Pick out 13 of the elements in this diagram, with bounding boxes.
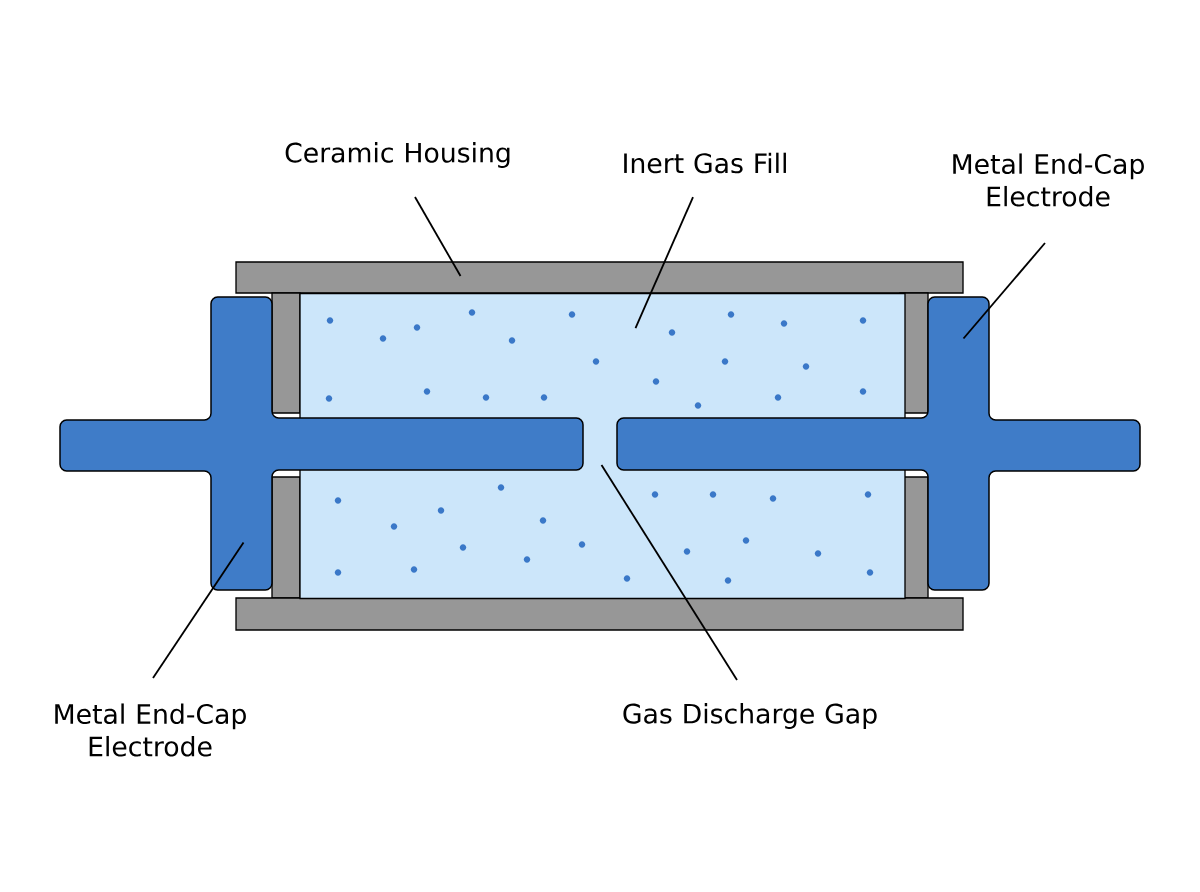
electrode-drawing <box>616 296 1141 591</box>
leader-line <box>600 464 738 681</box>
electrode-drawing <box>59 296 584 591</box>
leader-line <box>152 541 245 679</box>
part-label: Ceramic Housing <box>285 142 510 168</box>
part-label: Metal End-Cap Electrode <box>55 703 246 757</box>
part-label: Inert Gas Fill <box>624 152 786 174</box>
leader-line <box>634 196 694 329</box>
leader-line <box>414 196 462 277</box>
part-label: Gas Discharge Gap <box>623 703 877 729</box>
leader-line <box>962 242 1046 340</box>
part-label: Metal End-Cap Electrode <box>953 153 1144 207</box>
ceramic-housing-drawing <box>235 261 964 631</box>
